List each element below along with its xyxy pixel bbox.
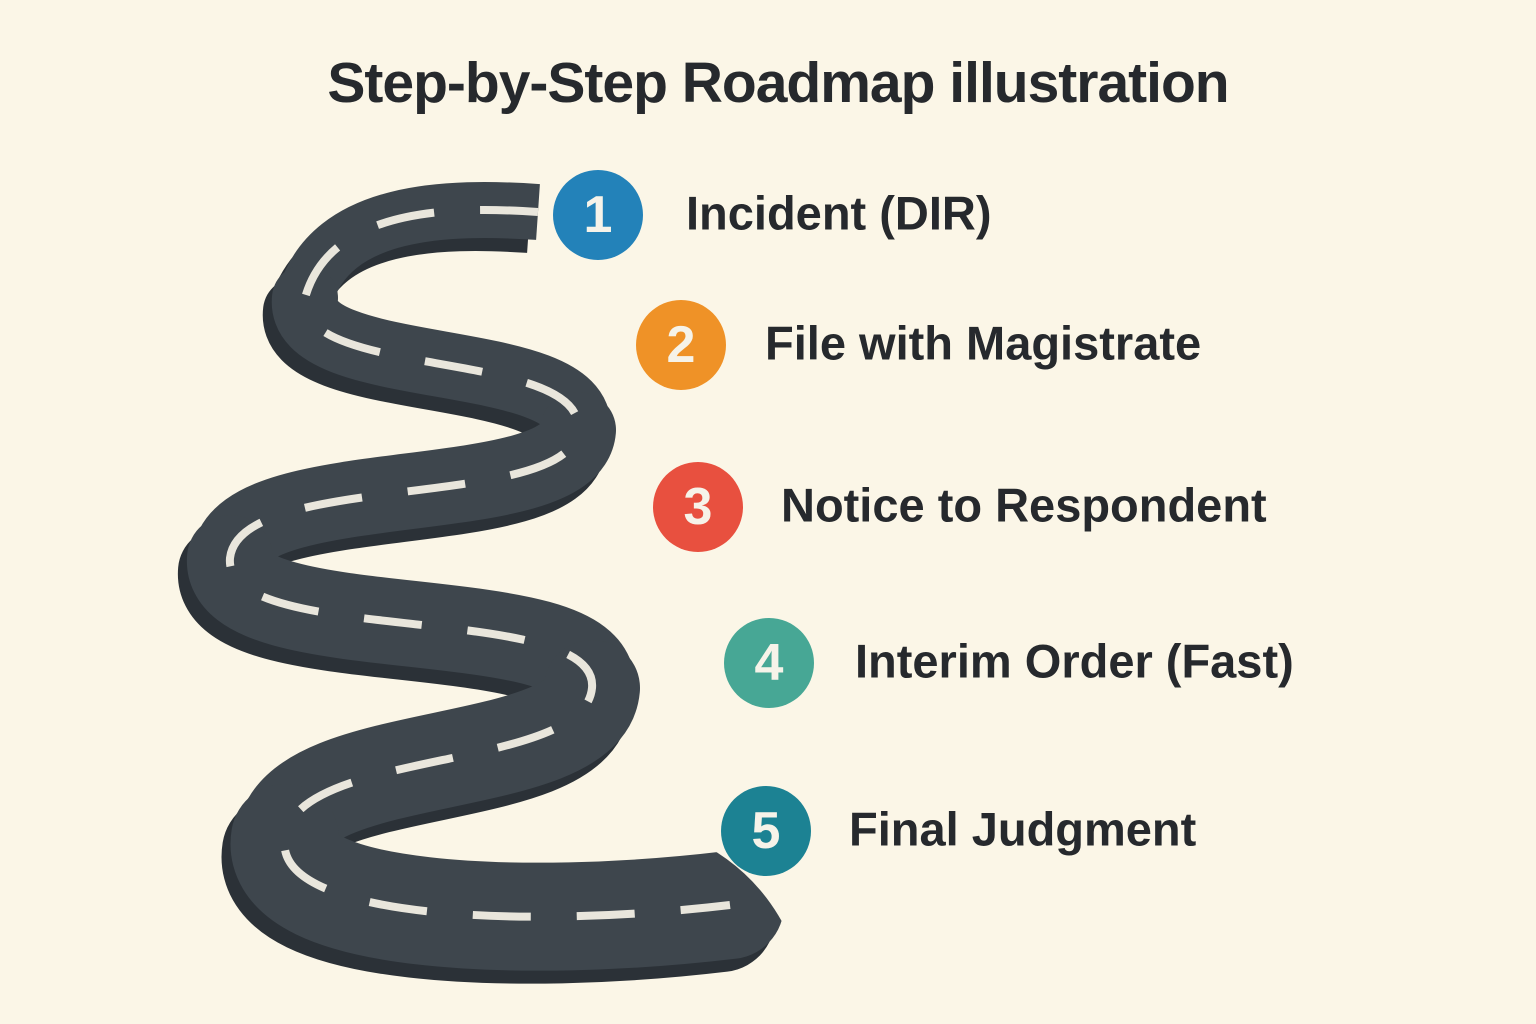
step-1-label: Incident (DIR) (686, 186, 992, 240)
step-4-number: 4 (754, 634, 784, 692)
step-3-badge: 3 (653, 462, 743, 552)
step-2-badge: 2 (636, 300, 726, 390)
step-3-number: 3 (683, 478, 713, 536)
page-title: Step-by-Step Roadmap illustration (327, 51, 1229, 115)
step-1-badge: 1 (553, 170, 643, 260)
step-4-label: Interim Order (Fast) (855, 634, 1294, 688)
step-1-number: 1 (583, 186, 613, 244)
step-2-label: File with Magistrate (765, 316, 1202, 370)
step-5-number: 5 (751, 802, 781, 860)
step-4-badge: 4 (724, 618, 814, 708)
step-5-badge: 5 (721, 786, 811, 876)
step-2-number: 2 (666, 316, 696, 374)
step-5-label: Final Judgment (849, 802, 1197, 856)
step-3-label: Notice to Respondent (781, 478, 1267, 532)
